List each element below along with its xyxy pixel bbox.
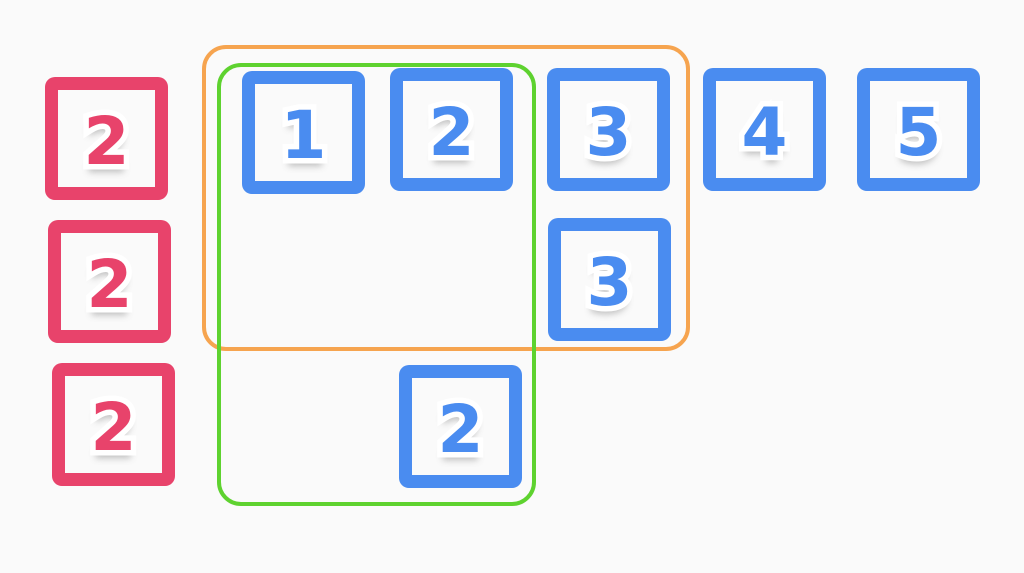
blue-box-1: 1 1 <box>242 71 365 194</box>
blue-box-4-value-outline: 4 <box>736 93 793 171</box>
blue-box-2-duplicate-value: 2 2 <box>432 390 489 468</box>
pink-box-2-value: 2 2 <box>81 245 138 323</box>
blue-box-2: 2 2 <box>390 68 513 191</box>
blue-box-5-value-text: 5 <box>895 93 942 171</box>
pink-box-2: 2 2 <box>48 220 171 343</box>
blue-box-1-value-outline: 1 <box>275 96 332 174</box>
pink-box-1-value: 2 2 <box>78 102 135 180</box>
blue-box-3-value-outline: 3 <box>580 93 637 171</box>
blue-box-3-duplicate-value: 3 3 <box>581 243 638 321</box>
blue-box-1-value-text: 1 <box>280 96 327 174</box>
blue-box-4-value: 4 4 <box>736 93 793 171</box>
pink-box-2-value-outline: 2 <box>81 245 138 323</box>
pink-box-1-value-text: 2 <box>83 102 130 180</box>
blue-box-2-duplicate: 2 2 <box>399 365 522 488</box>
blue-box-3-value: 3 3 <box>580 93 637 171</box>
blue-box-5-value: 5 5 <box>890 93 947 171</box>
pink-box-2-value-text: 2 <box>86 245 133 323</box>
pink-box-1: 2 2 <box>45 77 168 200</box>
blue-box-3-value-text: 3 <box>585 93 632 171</box>
blue-box-2-value-text: 2 <box>428 93 475 171</box>
pink-box-3-value-outline: 2 <box>85 388 142 466</box>
orange-group-outline <box>202 45 690 351</box>
blue-box-2-value-outline: 2 <box>423 93 480 171</box>
blue-box-4-value-text: 4 <box>741 93 788 171</box>
blue-box-3-duplicate-value-outline: 3 <box>581 243 638 321</box>
blue-box-3-duplicate: 3 3 <box>548 218 671 341</box>
blue-box-2-value: 2 2 <box>423 93 480 171</box>
pink-box-1-value-outline: 2 <box>78 102 135 180</box>
pink-box-3-value-text: 2 <box>90 388 137 466</box>
pink-box-3-value: 2 2 <box>85 388 142 466</box>
pink-box-3: 2 2 <box>52 363 175 486</box>
blue-box-5-value-outline: 5 <box>890 93 947 171</box>
blue-box-2-duplicate-value-outline: 2 <box>432 390 489 468</box>
blue-box-3-duplicate-value-text: 3 <box>586 243 633 321</box>
green-group-outline <box>217 63 536 506</box>
blue-box-4: 4 4 <box>703 68 826 191</box>
blue-box-3: 3 3 <box>547 68 670 191</box>
blue-box-2-duplicate-value-text: 2 <box>437 390 484 468</box>
blue-box-5: 5 5 <box>857 68 980 191</box>
blue-box-1-value: 1 1 <box>275 96 332 174</box>
